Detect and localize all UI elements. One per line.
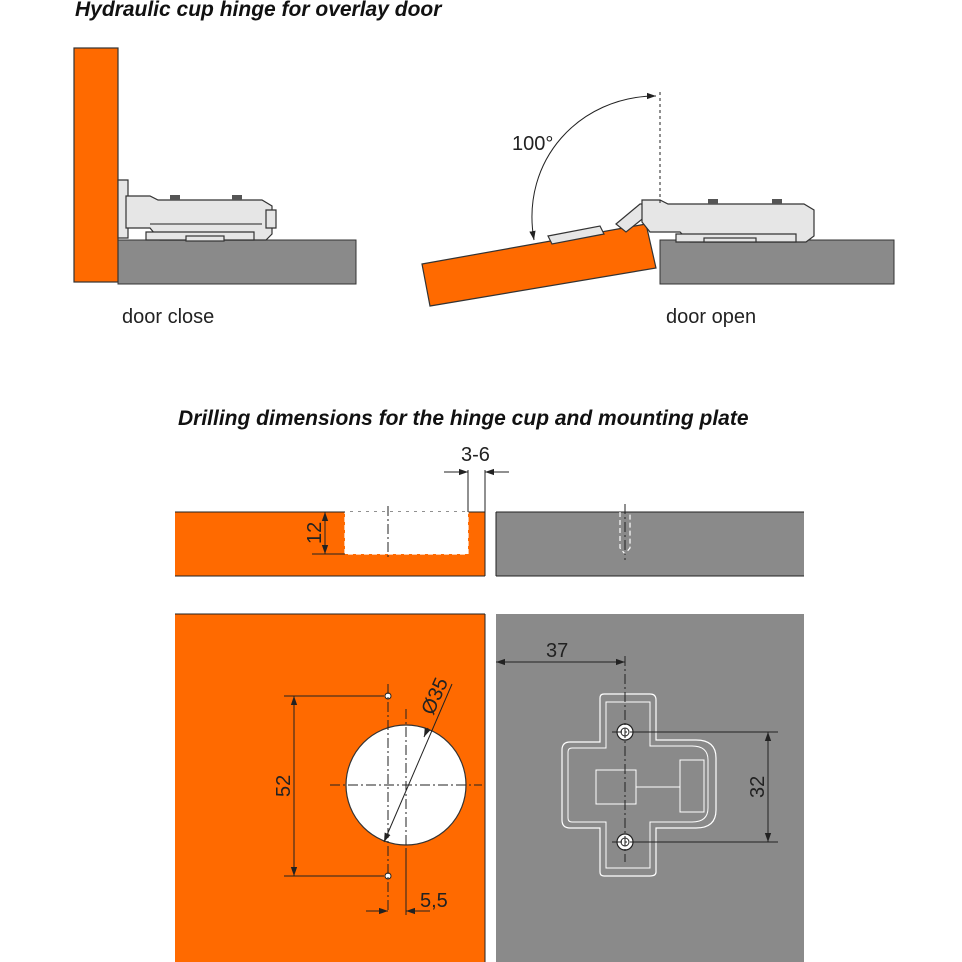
cabinet-section-view — [495, 504, 804, 577]
bottom-title: Drilling dimensions for the hinge cup an… — [178, 407, 749, 430]
door-close-caption: door close — [122, 306, 214, 328]
cabinet-side-open — [659, 239, 895, 285]
door-open-illustration: 100° door open — [421, 92, 895, 328]
overlay-gap-dimension: 3-6 — [444, 444, 509, 512]
screw-offset-dimension: 5,5 — [366, 848, 448, 915]
plate-distance-dimension: 37 — [496, 640, 625, 666]
plate-distance-label: 37 — [546, 640, 568, 662]
cabinet-plan-view — [496, 614, 804, 962]
cup-depth-label: 12 — [304, 522, 326, 544]
cabinet-plan — [496, 614, 804, 962]
door-plan-view — [175, 613, 486, 962]
overlay-gap-label: 3-6 — [461, 444, 490, 466]
cup-bore — [345, 512, 468, 554]
top-title: Hydraulic cup hinge for overlay door — [75, 0, 443, 21]
plate-spacing-label: 32 — [747, 776, 769, 798]
screw-offset-label: 5,5 — [420, 890, 448, 912]
door-closed — [73, 47, 119, 283]
cup-depth-dimension: 12 — [304, 511, 345, 555]
hinge-open — [547, 199, 815, 245]
door-open-caption: door open — [666, 306, 756, 328]
door-section-view — [175, 506, 486, 577]
hinge-closed — [117, 179, 277, 242]
screw-spacing-dimension: 52 — [273, 695, 384, 877]
cup-bore-outline — [344, 511, 469, 555]
cabinet-section — [496, 512, 804, 576]
screw-spacing-label: 52 — [273, 775, 295, 797]
door-open — [421, 223, 657, 307]
angle-label: 100° — [512, 133, 553, 155]
door-close-illustration: door close — [73, 47, 357, 328]
plate-spacing-dimension: 32 — [640, 731, 778, 843]
cabinet-side-closed — [117, 239, 357, 285]
angle-arc — [529, 92, 657, 241]
